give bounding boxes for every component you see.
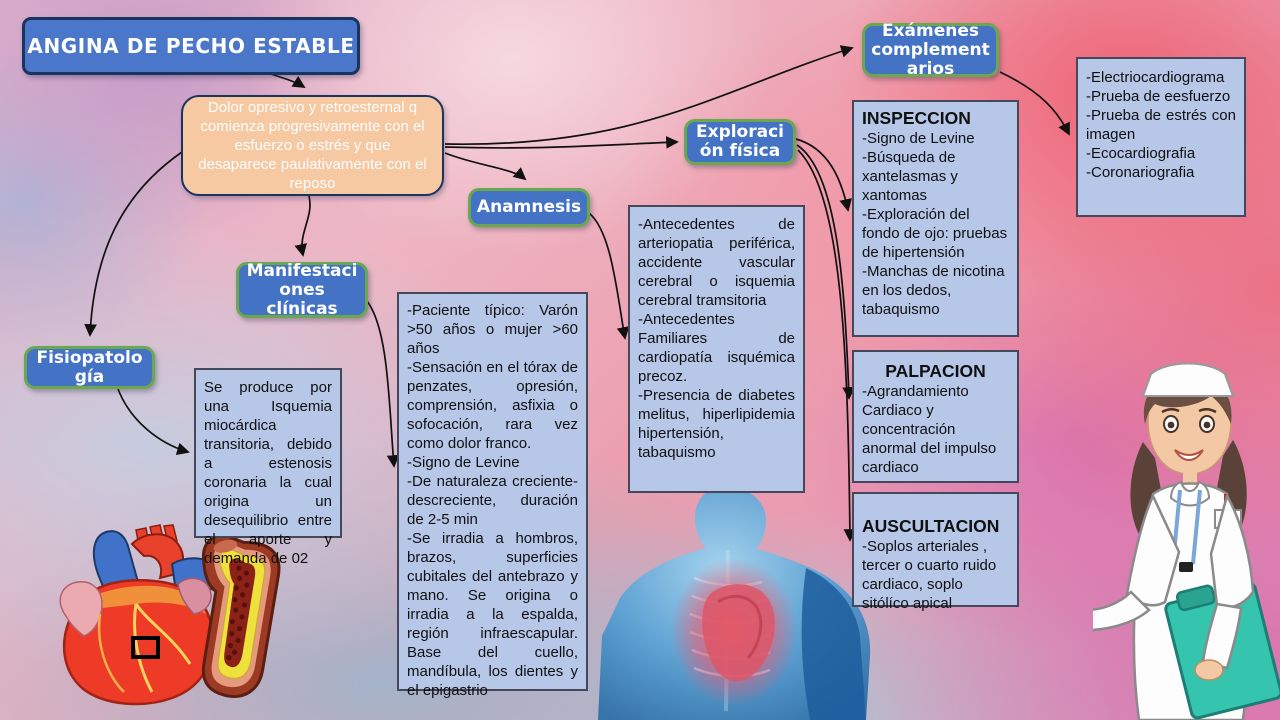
main-topic-label: ANGINA DE PECHO ESTABLE [27,34,355,58]
node-anamnesis: Anamnesis [468,188,590,227]
auscultacion-text: -Soplos arteriales , tercer o cuarto rui… [862,538,997,612]
panel-fisiopatologia-detalle: Se produce por una Isquemia miocárdica t… [194,368,342,567]
panel-manifestaciones-detalle: -Paciente típico: Varón >50 años o mujer… [397,292,588,699]
definition-box: Dolor opresivo y retroesternal q comienz… [181,95,444,196]
definition-text: Dolor opresivo y retroesternal q comienz… [198,99,427,192]
anamnesis-detalle-text: -Antecedentes de arteriopatia periférica… [638,216,795,461]
heart-anatomy-illustration [59,524,224,706]
fisiopatologia-detalle-text: Se produce por una Isquemia miocárdica t… [204,379,332,567]
node-exploracion-fisica: Exploraci ón física [684,119,796,165]
node-fisiopatologia: Fisiopatolo gía [24,346,155,389]
inspeccion-text: -Signo de Levine -Búsqueda de xantelasma… [862,130,1008,318]
panel-inspeccion: INSPECCION -Signo de Levine -Búsqueda de… [852,100,1019,337]
coronary-highlight-square [131,636,160,659]
panel-anamnesis-detalle: -Antecedentes de arteriopatia periférica… [628,205,805,493]
manifestaciones-detalle-text: -Paciente típico: Varón >50 años o mujer… [407,302,578,699]
main-topic-angina-de-pecho-estable: ANGINA DE PECHO ESTABLE [22,17,360,75]
panel-examenes-lista: -Electriocardiograma -Prueba de eesfuerz… [1076,57,1246,217]
node-manifestaciones-clinicas: Manifestaci ones clínicas [236,261,368,318]
inspeccion-title: INSPECCION [862,108,971,128]
examenes-lista-text: -Electriocardiograma -Prueba de eesfuerz… [1086,69,1236,181]
panel-palpacion: PALPACION -Agrandamiento Cardiaco y conc… [852,350,1019,483]
palpacion-text: -Agrandamiento Cardiaco y concentración … [862,383,997,476]
nurse-cartoon-illustration [1093,362,1280,720]
atherosclerotic-artery-illustration [201,536,281,698]
xray-torso-chest-pain-illustration [598,486,871,720]
auscultacion-title: AUSCULTACION [862,516,1000,536]
palpacion-title: PALPACION [885,361,986,381]
panel-auscultacion: AUSCULTACION -Soplos arteriales , tercer… [852,492,1019,612]
node-examenes-complementarios: Exámenes complement arios [862,21,999,78]
